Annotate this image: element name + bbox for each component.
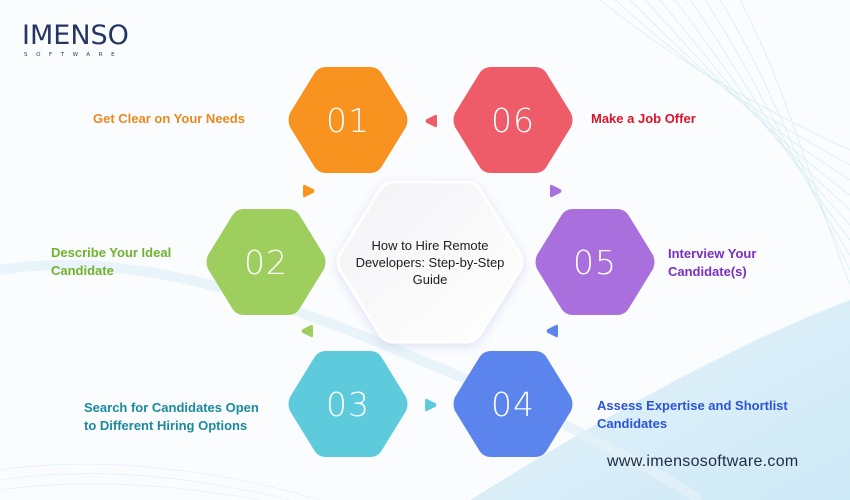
arrow-left-icon [301,324,313,338]
step-number: 05 [573,242,617,282]
step-number: 03 [326,384,370,424]
arrow-left-icon [546,324,558,338]
step-02-hexagon: 02 [206,209,326,315]
step-01-hexagon: 01 [288,67,408,173]
website-url: www.imensosoftware.com [607,453,799,470]
company-logo: IMENSO SOFTWARE [22,22,129,58]
logo-tagline: SOFTWARE [24,52,124,58]
step-06-label: Make a Job Offer [591,111,696,126]
arrow-right-icon [303,184,315,198]
step-05-hexagon: 05 [535,209,655,315]
center-title-hexagon: How to Hire Remote Developers: Step-by-S… [334,178,526,346]
arrow-right-icon [550,184,562,198]
step-06-hexagon: 06 [453,67,573,173]
logo-wordmark: IMENSO [22,20,129,51]
step-number: 01 [326,100,370,140]
step-number: 06 [491,100,535,140]
step-05-label: Interview Your Candidate(s) [668,246,757,279]
step-01-label: Get Clear on Your Needs [93,111,245,126]
diagram-title: How to Hire Remote Developers: Step-by-S… [355,237,505,287]
step-04-hexagon: 04 [453,351,573,457]
center-hexagon-shape [336,180,524,344]
step-number: 04 [491,384,535,424]
arrow-left-icon [425,114,437,128]
step-02-label: Describe Your Ideal Candidate [51,245,172,278]
step-04-label: Assess Expertise and Shortlist Candidate… [597,398,788,431]
arrow-right-icon [425,398,437,412]
step-03-label: Search for Candidates Open to Different … [84,400,259,433]
step-03-hexagon: 03 [288,351,408,457]
step-number: 02 [244,242,288,282]
